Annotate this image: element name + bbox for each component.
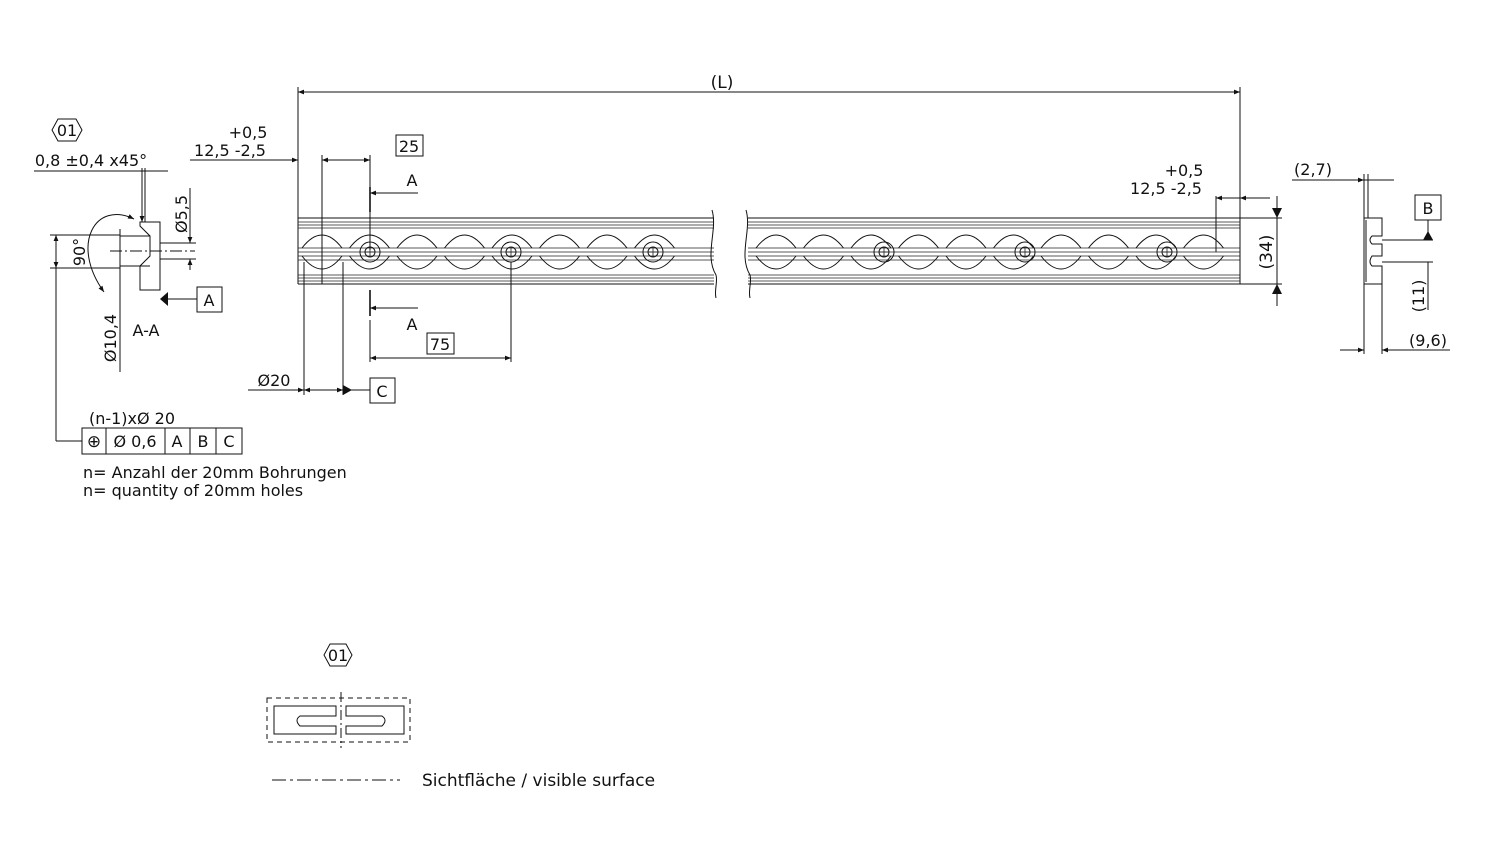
notes: n= Anzahl der 20mm Bohrungen n= quantity… bbox=[83, 463, 347, 500]
slot-scallop-bottom bbox=[349, 255, 390, 270]
marker-hexagon bbox=[51, 118, 83, 142]
slot-scallop-bottom bbox=[993, 255, 1034, 270]
note-german: n= Anzahl der 20mm Bohrungen bbox=[83, 463, 347, 482]
legend-marker-hexagon bbox=[323, 643, 353, 667]
section-letter-top: A bbox=[407, 171, 418, 190]
slot-scallop-bottom bbox=[1183, 255, 1224, 270]
slot-scallop-top bbox=[396, 234, 438, 249]
slot-scallop-bottom bbox=[1135, 255, 1177, 270]
datum-c-label: C bbox=[376, 382, 387, 401]
position-icon: ⊕ bbox=[87, 432, 101, 452]
slot-scallop-bottom bbox=[755, 255, 797, 270]
section-marker: 01 bbox=[57, 121, 77, 140]
end-tol-upper-right: +0,5 bbox=[1165, 161, 1204, 180]
slot-scallop-top bbox=[1183, 234, 1224, 249]
tolerance-value: Ø 0,6 bbox=[113, 432, 156, 451]
slot-scallop-top bbox=[755, 234, 797, 249]
pitch-dimension: 75 bbox=[369, 262, 512, 362]
slot-scallop-top bbox=[850, 234, 892, 249]
legend: 01 Sichtfläche / visible surface bbox=[266, 643, 655, 791]
section-view-aa: 01 0,8 ±0,4 x45° 90° Ø5,5 Ø10,4 A-A A bbox=[34, 118, 223, 442]
slot-scallop-top bbox=[634, 234, 675, 249]
pitch-label: 75 bbox=[430, 335, 450, 354]
section-line-a: A A bbox=[369, 171, 418, 334]
slot-scallop-bottom bbox=[898, 255, 939, 270]
hole-diameter-dimension: Ø20 C bbox=[248, 262, 396, 404]
slot-scallop-top bbox=[1088, 234, 1129, 249]
slot-scallop-bottom bbox=[803, 255, 844, 270]
tolerance-datum-2: B bbox=[198, 432, 209, 451]
slot-scallop-bottom bbox=[850, 255, 892, 270]
width-bottom-label: (9,6) bbox=[1409, 331, 1447, 350]
slot-scallop-top bbox=[803, 234, 844, 249]
datum-a-label: A bbox=[204, 291, 215, 310]
slot-scallop-top bbox=[539, 234, 580, 249]
left-end-dimension: +0,5 12,5 -2,5 25 bbox=[190, 123, 424, 284]
slot-scallop-bottom bbox=[634, 255, 675, 270]
slot-scallop-top bbox=[1040, 234, 1082, 249]
mounting-hole bbox=[642, 241, 664, 263]
chamfer-label: 0,8 ±0,4 x45° bbox=[35, 151, 147, 170]
mounting-hole bbox=[1014, 241, 1036, 263]
height-11-label: (11) bbox=[1409, 280, 1428, 313]
slot-scallop-bottom bbox=[1040, 255, 1082, 270]
length-label: (L) bbox=[711, 73, 734, 93]
datum-c-box bbox=[369, 377, 396, 404]
rail-body bbox=[297, 209, 1241, 299]
end-tol-main-right: 12,5 -2,5 bbox=[1130, 179, 1202, 198]
tolerance-frame: (n-1)xØ 20 ⊕ Ø 0,6 A B C bbox=[81, 409, 243, 455]
pitch-start-box bbox=[395, 134, 424, 157]
pitch-box bbox=[426, 332, 455, 355]
legend-text: Sichtfläche / visible surface bbox=[422, 771, 655, 791]
slot-scallop-bottom bbox=[491, 255, 533, 270]
mounting-hole bbox=[1156, 241, 1178, 263]
end-tol-main: 12,5 -2,5 bbox=[194, 141, 266, 160]
tolerance-header: (n-1)xØ 20 bbox=[89, 409, 175, 428]
note-english: n= quantity of 20mm holes bbox=[83, 481, 303, 500]
slot-scallop-bottom bbox=[396, 255, 438, 270]
slot-scallop-top bbox=[898, 234, 939, 249]
section-letter-bottom: A bbox=[407, 315, 418, 334]
right-end-dimension: +0,5 12,5 -2,5 bbox=[1130, 161, 1270, 252]
hole-diameter-label: Ø20 bbox=[258, 371, 291, 390]
counterbore-label: Ø10,4 bbox=[101, 314, 120, 362]
overall-length-dimension: (L) bbox=[297, 73, 1241, 218]
tolerance-datum-3: C bbox=[223, 432, 234, 451]
pitch-start-label: 25 bbox=[399, 137, 419, 156]
slot-scallop-bottom bbox=[586, 255, 628, 270]
slot-scallop-top bbox=[945, 234, 987, 249]
width-top-label: (2,7) bbox=[1294, 160, 1332, 179]
legend-marker: 01 bbox=[328, 646, 348, 665]
datum-a-box bbox=[196, 286, 223, 313]
height-label: (34) bbox=[1257, 235, 1277, 270]
height-dimension: (34) bbox=[1240, 196, 1282, 306]
profile-view: (2,7) B (11) (9,6) bbox=[1292, 160, 1450, 354]
tolerance-datum-1: A bbox=[172, 432, 183, 451]
mounting-hole bbox=[873, 241, 895, 263]
slot-scallop-bottom bbox=[444, 255, 485, 270]
slot-scallop-top bbox=[586, 234, 628, 249]
bore-label: Ø5,5 bbox=[172, 195, 191, 233]
section-label: A-A bbox=[133, 321, 160, 340]
slot-scallop-top bbox=[491, 234, 533, 249]
slot-scallop-bottom bbox=[539, 255, 580, 270]
datum-b-label: B bbox=[1423, 199, 1434, 218]
angle-label: 90° bbox=[70, 238, 89, 266]
slot-scallop-bottom bbox=[945, 255, 987, 270]
slot-scallop-top bbox=[1135, 234, 1177, 249]
slot-scallop-top bbox=[993, 234, 1034, 249]
slot-scallop-bottom bbox=[1088, 255, 1129, 270]
slot-scallop-top bbox=[444, 234, 485, 249]
end-tol-upper: +0,5 bbox=[229, 123, 268, 142]
